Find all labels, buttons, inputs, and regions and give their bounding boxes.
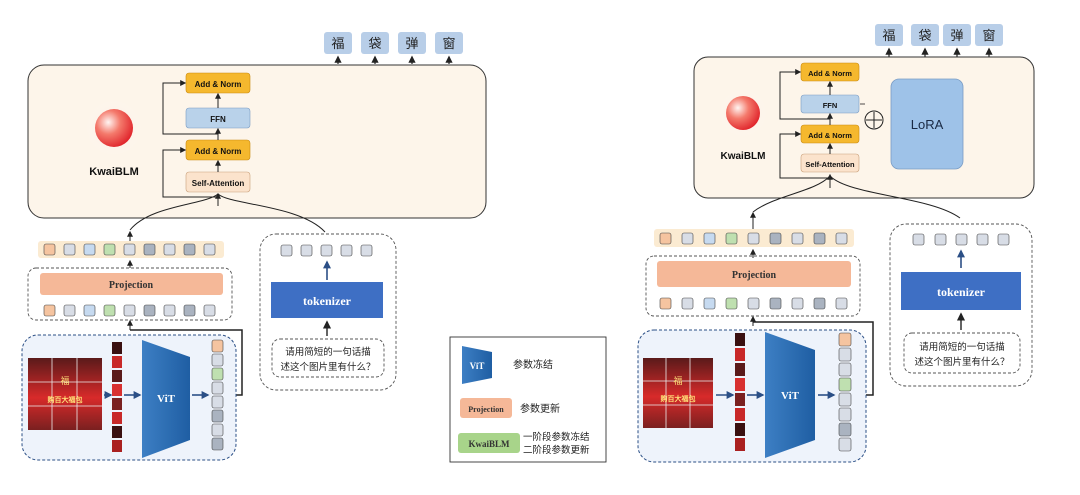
left-projection [40,273,223,295]
left-output-token [324,32,352,54]
left-vit [142,340,190,458]
left-output-token-text: 袋 [368,37,381,52]
left-output-token [361,32,389,54]
left-projection-label: Projection [109,280,154,291]
legend-kwaiblm-label: KwaiBLM [468,439,510,449]
lora-label: LoRA [911,117,944,132]
legend-projection-desc: 参数更新 [520,402,560,415]
input-image [643,358,713,428]
right-output-token-text: 袋 [918,29,931,44]
right-self-attention-label: Self-Attention [805,160,855,169]
left-tokenizer [271,282,383,318]
left-add-norm-top-label: Add & Norm [195,80,242,89]
right-tokenizer [901,272,1021,310]
left-vit-output-tokens [211,339,224,451]
right-output-tokens: 福 袋 弹 窗 [875,24,1003,57]
image-text-2: 购百大福包 [48,395,83,404]
legend-projection-icon [460,398,512,418]
right-projection-output-tokens [659,232,848,245]
input-image [28,358,102,430]
left-tokenizer-box [259,233,397,391]
legend-vit-icon [462,346,492,384]
left-prompt-line1: 请用简短的一句话描 [285,346,371,358]
right-output-token-text: 窗 [982,28,995,44]
left-panel: 福 袋 弹 窗 KwaiBLM Add & Norm FFN Add & Nor… [21,32,487,461]
legend-vit-label: ViT [470,361,485,371]
right-vit-label: ViT [781,390,800,402]
left-prompt-box [271,338,385,378]
left-vit-feature-tokens [43,304,216,317]
image-text-2: 购百大福包 [661,394,696,403]
lora-block [890,78,964,170]
right-tokenizer-label: tokenizer [937,285,986,299]
left-add-norm-bottom-label: Add & Norm [195,147,242,156]
right-projection [657,261,851,287]
left-output-token [435,32,463,54]
left-image-patches [112,342,122,452]
left-model-name: KwaiBLM [89,166,139,178]
left-output-token-text: 弹 [405,37,418,52]
right-ffn-label: FFN [823,101,838,110]
left-prompt-line2: 述这个图片里有什么？ [280,361,375,373]
right-vit-feature-tokens [659,297,848,310]
right-output-token-text: 弹 [950,29,963,44]
image-text-1: 福 [673,375,682,387]
legend-kwaiblm-desc-2: 二阶段参数更新 [523,444,590,456]
right-prompt-box [903,332,1021,374]
left-ffn-label: FFN [210,115,226,124]
right-tokenizer-box [889,223,1033,387]
left-self-attention-label: Self-Attention [192,179,245,188]
legend-kwaiblm-desc-1: 一阶段参数冻结 [523,431,590,443]
right-output-token-text: 福 [882,29,895,44]
legend: ViT 参数冻结 Projection 参数更新 KwaiBLM 一阶段参数冻结… [449,336,607,463]
right-prompt-line1: 请用简短的一句话描 [919,341,1005,353]
left-output-token-text: 福 [331,37,344,52]
left-output-tokens: 福 袋 弹 窗 [324,32,463,64]
left-llm-box [27,64,487,219]
right-vit [765,332,815,458]
left-tokenizer-label: tokenizer [303,294,352,308]
left-output-token [398,32,426,54]
left-output-token-text: 窗 [442,36,455,52]
legend-vit-desc: 参数冻结 [513,358,553,371]
right-text-tokens [912,233,1010,246]
right-prompt-line2: 述这个图片里有什么？ [914,356,1009,368]
legend-kwaiblm-icon [458,433,520,453]
right-panel: 福 袋 弹 窗 KwaiBLM Add & Norm FFN Add & Nor… [637,24,1035,463]
right-model-name: KwaiBLM [721,151,766,162]
right-vit-output-tokens [838,332,852,452]
left-vit-label: ViT [157,393,176,405]
right-image-patches [735,333,745,451]
image-text-1: 福 [60,375,69,387]
right-add-norm-bottom-label: Add & Norm [808,131,852,140]
left-projection-output-tokens [43,243,216,256]
kwaiblm-logo-icon [95,109,133,147]
right-add-norm-top-label: Add & Norm [808,69,852,78]
left-text-tokens [280,244,373,257]
right-projection-label: Projection [732,270,777,281]
legend-projection-label: Projection [468,405,504,414]
kwaiblm-logo-icon [726,96,760,130]
